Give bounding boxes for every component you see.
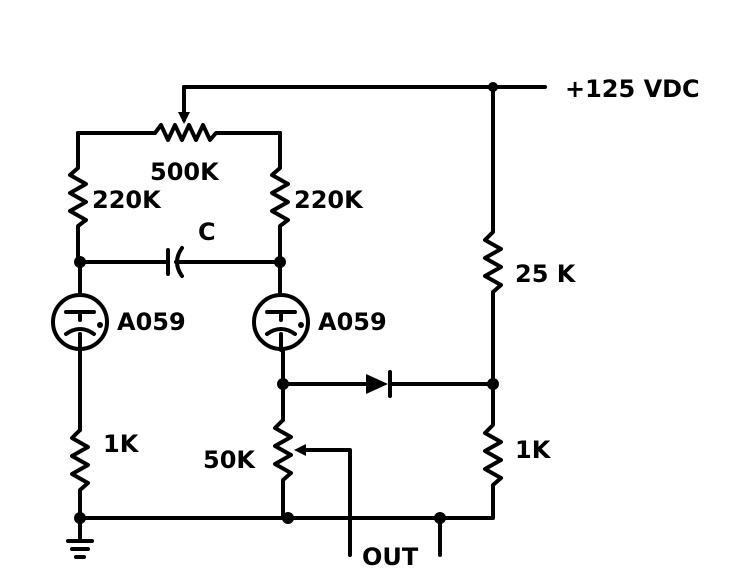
resistor-220k-right: 220K xyxy=(270,131,364,264)
resistor-220k-left: 220K xyxy=(68,131,162,264)
lamp-right-label: A059 xyxy=(318,308,387,336)
resistor-1k-left: 1K xyxy=(70,428,140,520)
potentiometer-500k: 500K xyxy=(76,85,282,186)
r-left-1k-label: 1K xyxy=(103,430,140,458)
r-25k-label: 25 K xyxy=(515,260,577,288)
lamp-left-label: A059 xyxy=(117,308,186,336)
r-left-220k-label: 220K xyxy=(92,186,162,214)
pot-50k-label: 50K xyxy=(203,446,256,474)
pot-500k-label: 500K xyxy=(150,158,220,186)
potentiometer-50k: 50K xyxy=(203,382,352,557)
r-right-220k-label: 220K xyxy=(294,186,364,214)
neon-lamp-right: A059 xyxy=(252,260,387,422)
r-right-1k-label: 1K xyxy=(515,436,552,464)
supply-label: +125 VDC xyxy=(565,75,700,103)
resistor-1k-right: 1K xyxy=(78,382,552,520)
junction-dot xyxy=(282,512,294,524)
neon-lamp-left: A059 xyxy=(51,260,186,432)
resistor-25k: 25 K xyxy=(483,85,577,386)
capacitor-c: C xyxy=(78,218,282,278)
output-label: OUT xyxy=(362,543,419,570)
capacitor-label: C xyxy=(198,218,216,246)
diode xyxy=(281,370,495,398)
ground-icon xyxy=(66,516,94,559)
